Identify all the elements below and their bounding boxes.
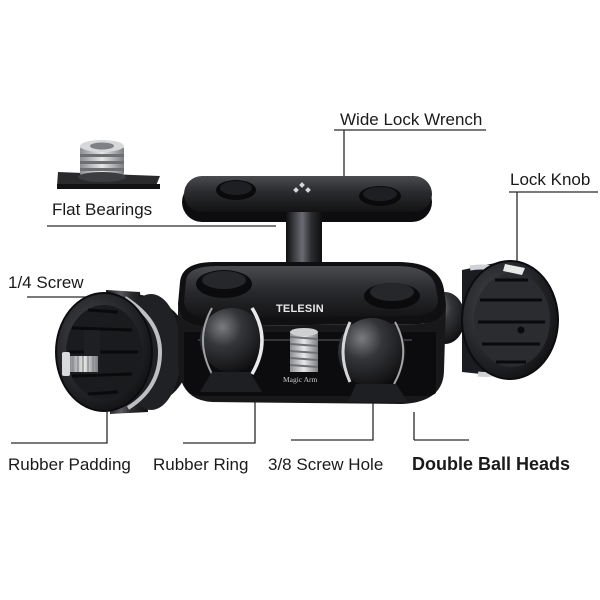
center-screw [289, 328, 319, 372]
model-mark: Magic Arm [283, 375, 318, 384]
label-rubber-ring: Rubber Ring [153, 455, 249, 474]
right-knob [425, 260, 559, 380]
label-lock-knob: Lock Knob [510, 170, 591, 189]
label-double-ball-heads: Double Ball Heads [412, 454, 571, 474]
label-flat-bearings: Flat Bearings [52, 200, 153, 219]
label-wide-lock-wrench: Wide Lock Wrench [340, 110, 483, 129]
label-quarter-screw: 1/4 Screw [8, 273, 84, 292]
wide-lock-wrench [182, 176, 432, 222]
left-knob [55, 290, 226, 414]
left-ball-head [200, 307, 264, 392]
flat-bearings-inset [57, 140, 160, 189]
right-ball-head [338, 318, 408, 402]
label-screw-hole: 3/8 Screw Hole [268, 455, 384, 474]
label-rubber-padding: Rubber Padding [8, 455, 131, 474]
brand-mark: TELESIN [276, 303, 324, 315]
